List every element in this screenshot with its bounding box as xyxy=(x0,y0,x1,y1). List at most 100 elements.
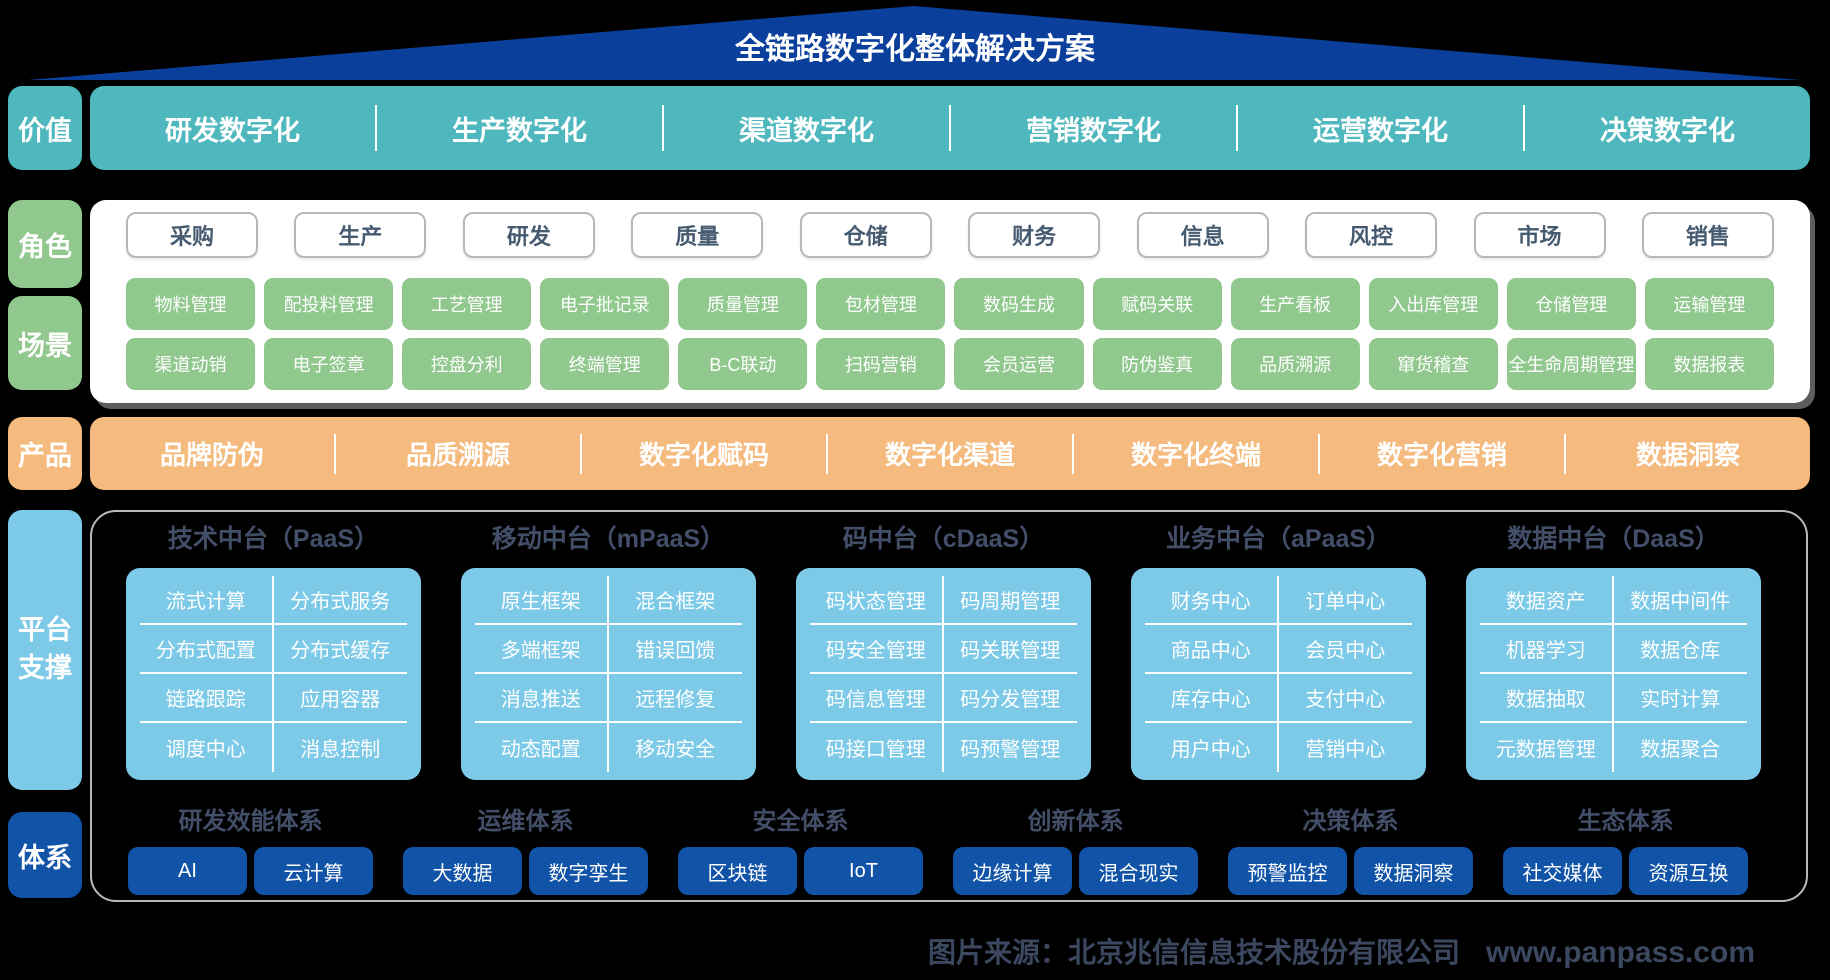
platform-cell: 移动安全 xyxy=(635,739,716,761)
system-group-decision: 决策体系 预警监控 数据洞察 xyxy=(1228,807,1473,895)
platform-cell: 码分发管理 xyxy=(943,674,1077,723)
divider xyxy=(334,433,336,474)
scene-box: 扫码营销 xyxy=(816,338,946,390)
product-item: 数字化终端 xyxy=(1130,440,1261,470)
system-title: 研发效能体系 xyxy=(178,808,323,835)
platform-cell: 流式计算 xyxy=(140,576,274,625)
system-button: 区块链 xyxy=(678,847,797,895)
value-row: 研发数字化 生产数字化 渠道数字化 营销数字化 运营数字化 决策数字化 xyxy=(90,86,1810,170)
scene-box: 包材管理 xyxy=(816,278,946,330)
divider xyxy=(662,105,664,151)
platform-title: 数据中台（DaaS） xyxy=(1507,525,1720,553)
platform-title: 技术中台（PaaS） xyxy=(167,525,380,553)
divider xyxy=(1072,433,1074,474)
scene-row: 渠道动销 电子签章 控盘分利 终端管理 B-C联动 扫码营销 会员运营 防伪鉴真… xyxy=(126,338,1774,390)
divider xyxy=(1318,433,1320,474)
platform-cell: 库存中心 xyxy=(1145,674,1279,723)
platform-cell: 数据聚合 xyxy=(1640,739,1721,761)
system-button: 社交媒体 xyxy=(1503,847,1622,895)
platform-panel: 原生框架 混合框架 多端框架 错误回馈 消息推送 远程修复 动态配置 移动安全 xyxy=(461,568,756,780)
side-label-product: 产品 xyxy=(8,417,82,490)
platform-cell: 会员中心 xyxy=(1278,625,1412,674)
role-button: 研发 xyxy=(462,212,595,258)
platform-cell: 订单中心 xyxy=(1278,576,1412,625)
platform-cell: 码信息管理 xyxy=(810,674,944,723)
platform-cell: 调度中心 xyxy=(140,723,274,772)
platform-cell: 数据中间件 xyxy=(1613,576,1747,625)
system-title: 创新体系 xyxy=(1027,808,1124,835)
system-button: IoT xyxy=(804,847,923,895)
divider xyxy=(949,105,951,151)
platform-column-cdaas: 码中台（cDaaS） 码状态管理 码周期管理 码安全管理 码关联管理 码信息管理… xyxy=(796,522,1091,780)
system-title: 决策体系 xyxy=(1302,808,1399,835)
scene-box: 品质溯源 xyxy=(1230,338,1360,390)
system-button: 云计算 xyxy=(254,847,373,895)
side-label-system: 体系 xyxy=(8,812,82,898)
platform-cell: 码预警管理 xyxy=(960,739,1061,761)
image-source-text: 图片来源：北京兆信信息技术股份有限公司 xyxy=(928,937,1461,968)
system-title: 生态体系 xyxy=(1577,808,1674,835)
system-grid: 研发效能体系 AI 云计算 运维体系 大数据 数字孪生 安全体系 区块链 IoT… xyxy=(128,807,1748,895)
platform-cell: 链路跟踪 xyxy=(140,674,274,723)
scene-box: 防伪鉴真 xyxy=(1092,338,1222,390)
side-label-role: 角色 xyxy=(8,200,82,288)
role-button: 信息 xyxy=(1136,212,1269,258)
scene-box: 全生命周期管理 xyxy=(1506,338,1636,390)
divider xyxy=(375,105,377,151)
scene-box: 数据报表 xyxy=(1644,338,1774,390)
platform-cell: 数据抽取 xyxy=(1480,674,1614,723)
scene-box: 终端管理 xyxy=(540,338,670,390)
system-buttons: 预警监控 数据洞察 xyxy=(1228,847,1473,895)
scene-box: 赋码关联 xyxy=(1092,278,1222,330)
value-item: 渠道数字化 xyxy=(739,115,874,146)
platform-cell: 数据资产 xyxy=(1480,576,1614,625)
system-button: AI xyxy=(128,847,247,895)
product-item: 数字化营销 xyxy=(1376,440,1507,470)
divider xyxy=(1236,105,1238,151)
platform-column-apaas: 业务中台（aPaaS） 财务中心 订单中心 商品中心 会员中心 库存中心 支付中… xyxy=(1131,522,1426,780)
system-button: 数据洞察 xyxy=(1354,847,1473,895)
role-button: 采购 xyxy=(126,212,258,258)
value-item: 生产数字化 xyxy=(452,115,587,146)
footer: 图片来源：北京兆信信息技术股份有限公司 www.panpass.com xyxy=(928,931,1755,971)
scene-box: 仓储管理 xyxy=(1506,278,1636,330)
system-title: 安全体系 xyxy=(752,808,849,835)
scene-box: 入出库管理 xyxy=(1368,278,1498,330)
system-group-rnd: 研发效能体系 AI 云计算 xyxy=(128,807,373,895)
value-item: 研发数字化 xyxy=(165,115,300,146)
scene-box: 物料管理 xyxy=(126,278,256,330)
platform-cell: 错误回馈 xyxy=(608,625,742,674)
platform-cell: 码状态管理 xyxy=(810,576,944,625)
platform-cell: 元数据管理 xyxy=(1480,723,1614,772)
system-button: 边缘计算 xyxy=(953,847,1072,895)
platform-cell: 分布式缓存 xyxy=(273,625,407,674)
role-button: 质量 xyxy=(631,212,764,258)
page-title: 全链路数字化整体解决方案 xyxy=(735,33,1095,66)
system-group-ecosystem: 生态体系 社交媒体 资源互换 xyxy=(1503,807,1748,895)
platform-cell: 应用容器 xyxy=(273,674,407,723)
platform-cell: 数据仓库 xyxy=(1613,625,1747,674)
scene-box: 生产看板 xyxy=(1230,278,1360,330)
divider xyxy=(580,433,582,474)
system-group-security: 安全体系 区块链 IoT xyxy=(678,807,923,895)
platform-cell: 原生框架 xyxy=(475,576,609,625)
scene-box: 窜货稽查 xyxy=(1368,338,1498,390)
system-buttons: 边缘计算 混合现实 xyxy=(953,847,1198,895)
scene-box: 会员运营 xyxy=(954,338,1084,390)
platform-cell: 实时计算 xyxy=(1613,674,1747,723)
system-button: 数字孪生 xyxy=(529,847,648,895)
product-item: 品牌防伪 xyxy=(159,440,264,470)
side-label-platform: 平台 支撑 xyxy=(8,510,82,790)
platform-panel: 财务中心 订单中心 商品中心 会员中心 库存中心 支付中心 用户中心 营销中心 xyxy=(1131,568,1426,780)
platform-title: 移动中台（mPaaS） xyxy=(491,525,726,553)
product-item: 数字化渠道 xyxy=(884,440,1015,470)
value-item: 运营数字化 xyxy=(1313,115,1448,146)
platform-title: 业务中台（aPaaS） xyxy=(1165,525,1392,553)
platform-panel: 流式计算 分布式服务 分布式配置 分布式缓存 链路跟踪 应用容器 调度中心 消息… xyxy=(126,568,421,780)
platform-cell: 机器学习 xyxy=(1480,625,1614,674)
divider xyxy=(1523,105,1525,151)
platform-cell: 码安全管理 xyxy=(810,625,944,674)
role-button: 销售 xyxy=(1641,212,1774,258)
platform-cell: 分布式配置 xyxy=(140,625,274,674)
system-buttons: 区块链 IoT xyxy=(678,847,923,895)
